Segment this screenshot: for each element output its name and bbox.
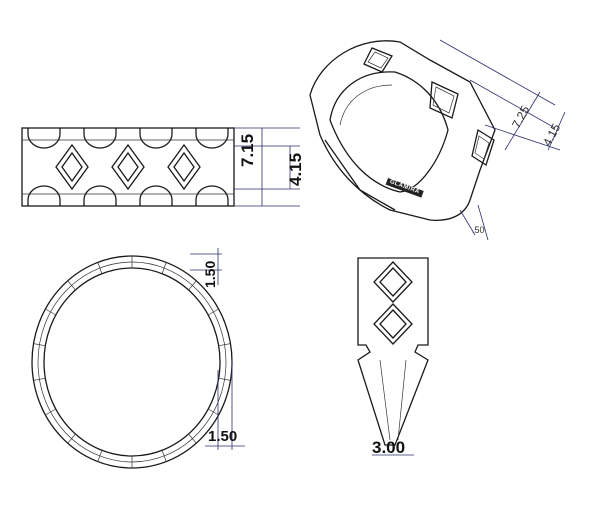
segment-line [97, 262, 103, 274]
arch-cutout [139, 185, 173, 206]
bottom-thickness-dimension: 1.50 [208, 428, 238, 445]
top-view [31, 248, 245, 469]
segment-line [33, 343, 46, 347]
segment-line [97, 450, 103, 462]
segment-line [161, 450, 167, 462]
segment-line [67, 280, 76, 291]
segment-line [218, 377, 231, 381]
segment-line [45, 408, 56, 416]
front-height-dimension: 7.15 [238, 133, 257, 167]
segment-line [218, 343, 231, 347]
arch-cutout [83, 185, 117, 206]
arch-cutout [195, 185, 229, 206]
segment-line [161, 262, 167, 274]
segment-line [208, 408, 219, 416]
side-view [357, 257, 429, 456]
front-inner-dimension: 4.15 [286, 152, 305, 186]
arch-cutout [27, 185, 61, 206]
segment-line [208, 308, 219, 316]
segment-line [33, 377, 46, 381]
segment-line [45, 308, 56, 316]
side-width-dimension: 3.00 [372, 438, 406, 457]
arch-cutout [195, 128, 229, 149]
top-thickness-dimension: 1.50 [202, 260, 218, 288]
segment-line [188, 280, 197, 291]
perspective-thickness-dimension: .50 [472, 225, 485, 235]
diamond-settings [55, 143, 201, 191]
front-view [21, 127, 300, 207]
perspective-view [309, 39, 566, 241]
arch-cutout [139, 128, 173, 149]
arch-cutout [27, 128, 61, 149]
segment-line [188, 433, 197, 444]
segment-line [67, 433, 76, 444]
arch-cutout [83, 128, 117, 149]
